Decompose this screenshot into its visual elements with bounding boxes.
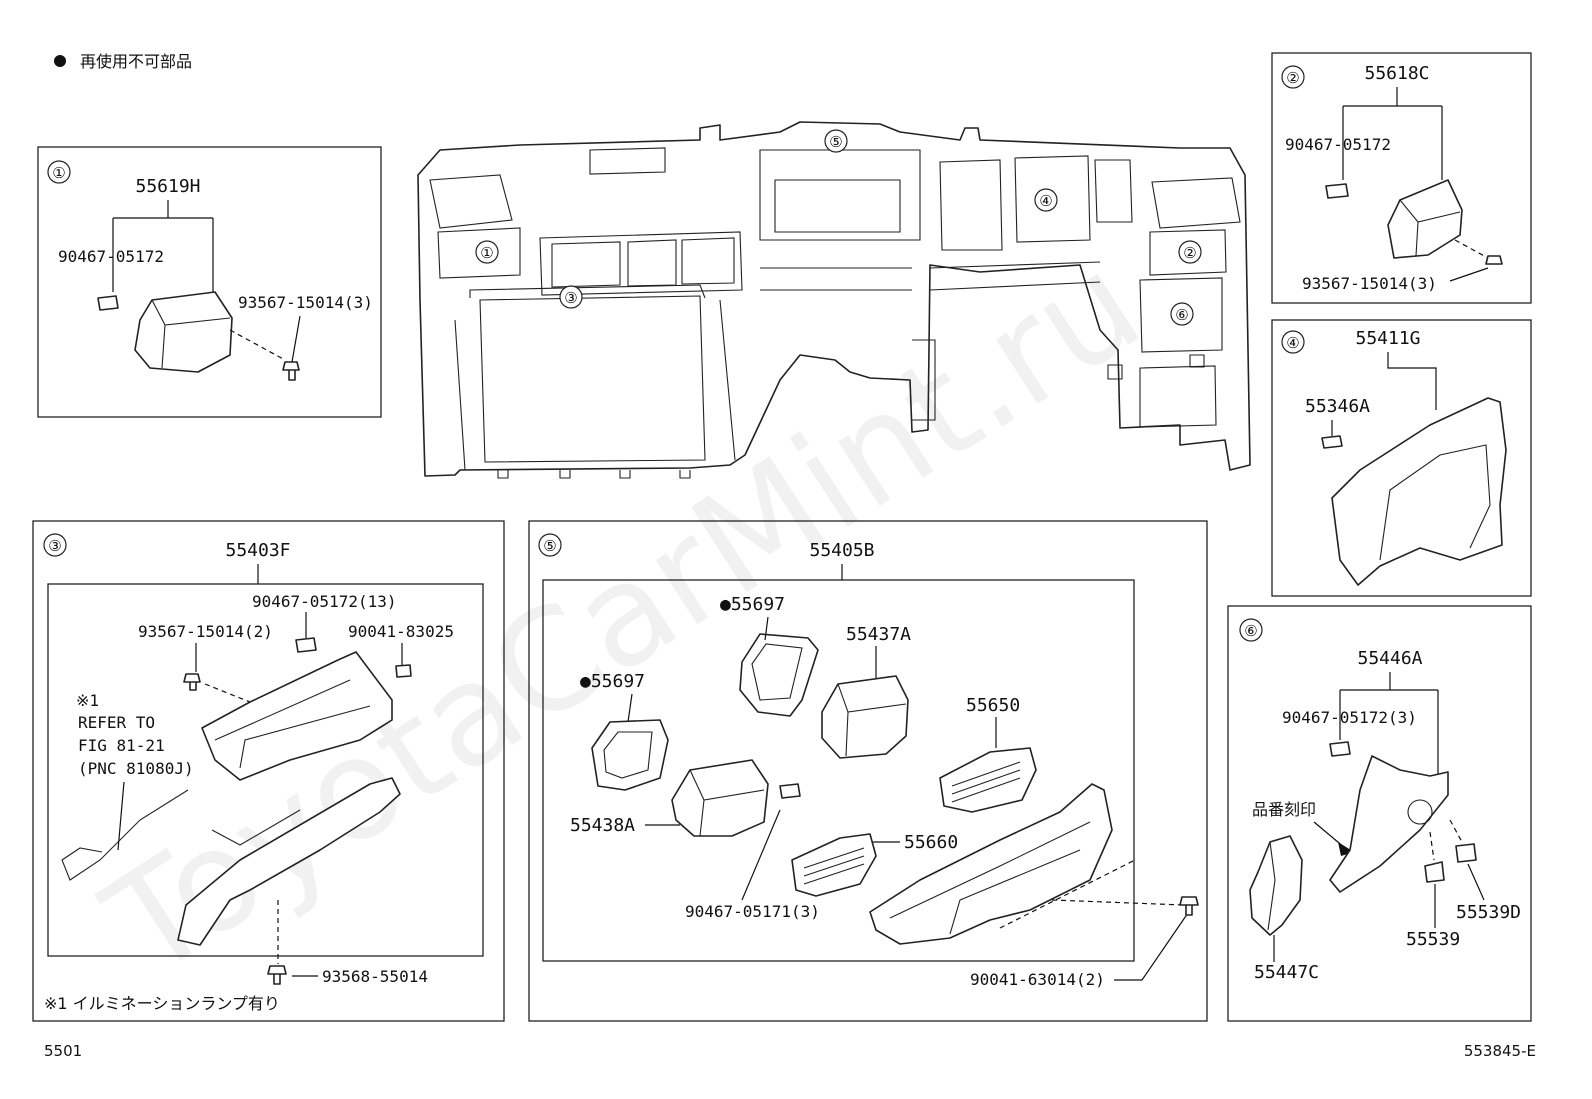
- panel-3-screw-label: 93567-15014(2): [138, 622, 273, 641]
- panel-1-glovebox-duct: [134, 291, 233, 373]
- panel-6-part-b-label: 55539D: [1456, 902, 1521, 923]
- panel-2-clip: [1325, 183, 1349, 199]
- panel-6-stamp-label: 品番刻印: [1252, 800, 1316, 819]
- main-callouts: ① ② ③ ④ ⑤ ⑥: [475, 129, 1202, 326]
- panel-3-ref-mark: ※1: [76, 691, 99, 710]
- panel-1-main-label: 55619H: [135, 176, 200, 197]
- panel-5-duct-r-label: 55437A: [846, 624, 911, 645]
- panel-3-lower-panel: [201, 651, 393, 781]
- panel-3-circle: ③: [48, 537, 61, 555]
- panel-3-nut-label: 90041-83025: [348, 622, 454, 641]
- panel-4-clip-label: 55346A: [1305, 396, 1370, 417]
- panel-3: ③ 55403F 90467-05172(13) 93567-15014(2) …: [32, 520, 505, 1022]
- panel-1-clip-label: 90467-05172: [58, 247, 164, 266]
- panel-4-clip: [1321, 435, 1343, 449]
- panel-3-ref-line-1: REFER TO: [78, 713, 155, 732]
- panel-5-vent-c-label: 55660: [904, 832, 958, 853]
- footer-left: 5501: [44, 1042, 82, 1060]
- panel-5-clip-label: 90467-05171(3): [685, 902, 820, 921]
- panel-5-clip: [779, 783, 801, 799]
- panel-2-glovebox-duct: [1387, 179, 1463, 259]
- panel-2-circle: ②: [1286, 69, 1299, 87]
- panel-3-bottom-screw: [267, 965, 287, 985]
- panel-2-screw: [1485, 255, 1503, 265]
- panel-3-ref-line-2: FIG 81-21: [78, 736, 165, 755]
- panel-6-circle: ⑥: [1244, 622, 1257, 640]
- panel-5-duct-l: [671, 759, 769, 837]
- panel-1-clip: [97, 295, 119, 311]
- panel-3-screw: [183, 673, 201, 691]
- callout-2: ②: [1178, 240, 1202, 264]
- footer-right: 553845-E: [1464, 1042, 1536, 1060]
- panel-6-part-a-label: 55539: [1406, 929, 1460, 950]
- panel-4-circle: ④: [1286, 334, 1299, 352]
- panel-2: ② 55618C 90467-05172 93567-15014(3): [1271, 52, 1532, 304]
- main-dashboard-assembly: [417, 121, 1251, 479]
- panel-6-column-cover: [1249, 835, 1303, 936]
- svg-text:②: ②: [1183, 244, 1196, 262]
- panel-5-gasket-a-label: ●55697: [720, 594, 785, 615]
- callout-1: ①: [475, 240, 499, 264]
- panel-6-clip: [1329, 741, 1351, 757]
- panel-5-duct-r: [821, 675, 909, 759]
- callout-6: ⑥: [1170, 302, 1194, 326]
- panel-6-part-b: [1455, 843, 1477, 863]
- panel-6-cover-label: 55447C: [1254, 962, 1319, 983]
- panel-2-clip-label: 90467-05172: [1285, 135, 1391, 154]
- svg-text:③: ③: [564, 289, 577, 307]
- panel-2-main-label: 55618C: [1364, 63, 1429, 84]
- panel-6-clip-label: 90467-05172(3): [1282, 708, 1417, 727]
- panel-1-screw: [282, 361, 300, 381]
- panel-5-main-label: 55405B: [809, 540, 874, 561]
- panel-6-part-a: [1424, 861, 1445, 883]
- legend: 再使用不可部品: [54, 52, 192, 71]
- panel-5-duct-l-label: 55438A: [570, 815, 635, 836]
- panel-3-bottom-screw-label: 93568-55014: [322, 967, 428, 986]
- panel-3-clip: [295, 637, 317, 653]
- panel-3-nut: [395, 664, 412, 678]
- panel-3-clip-label: 90467-05172(13): [252, 592, 397, 611]
- panel-6: ⑥ 55446A 90467-05172(3) 品番刻印 55447C 5553…: [1227, 605, 1532, 1022]
- panel-6-lower-cover: [1329, 755, 1449, 893]
- panel-5-gasket-b: [591, 719, 669, 791]
- panel-3-garnish: [177, 777, 401, 946]
- panel-6-main-label: 55446A: [1357, 648, 1422, 669]
- panel-3-note: ※1 イルミネーションランプ有り: [44, 994, 280, 1013]
- svg-text:⑥: ⑥: [1175, 306, 1188, 324]
- panel-5-screw: [1179, 896, 1199, 916]
- svg-text:⑤: ⑤: [829, 133, 842, 151]
- panel-3-harness: [61, 789, 189, 881]
- panel-4: ④ 55411G 55346A: [1271, 319, 1532, 597]
- panel-5-screw-label: 90041-63014(2): [970, 970, 1105, 989]
- panel-5-gasket-b-label: ●55697: [580, 671, 645, 692]
- panel-5-vent-r: [939, 747, 1037, 813]
- panel-2-screw-label: 93567-15014(3): [1302, 274, 1437, 293]
- panel-4-cluster-finish-panel: [1331, 397, 1507, 586]
- panel-5-vent-c: [791, 833, 877, 897]
- panel-3-main-label: 55403F: [225, 540, 290, 561]
- panel-3-ref-line-3: (PNC 81080J): [78, 759, 194, 778]
- panel-1-screw-label: 93567-15014(3): [238, 293, 373, 312]
- panel-6-switch-hole: [1407, 799, 1433, 825]
- panel-1-circle: ①: [52, 164, 65, 182]
- callout-3: ③: [559, 285, 583, 309]
- legend-text: 再使用不可部品: [80, 52, 192, 71]
- panel-5-circle: ⑤: [543, 537, 556, 555]
- callout-4: ④: [1034, 188, 1058, 212]
- panel-4-main-label: 55411G: [1355, 328, 1420, 349]
- svg-text:④: ④: [1039, 192, 1052, 210]
- panel-1: ① 55619H 90467-05172 93567-15014(3): [37, 146, 382, 418]
- callout-5: ⑤: [824, 129, 848, 153]
- svg-text:①: ①: [480, 244, 493, 262]
- panel-5-gasket-a: [739, 633, 819, 717]
- panel-5-vent-r-label: 55650: [966, 695, 1020, 716]
- panel-5: ⑤ 55405B ●55697 ●55697 55437A 55650 5543…: [528, 520, 1208, 1022]
- panel-5-center-panel: [869, 783, 1113, 945]
